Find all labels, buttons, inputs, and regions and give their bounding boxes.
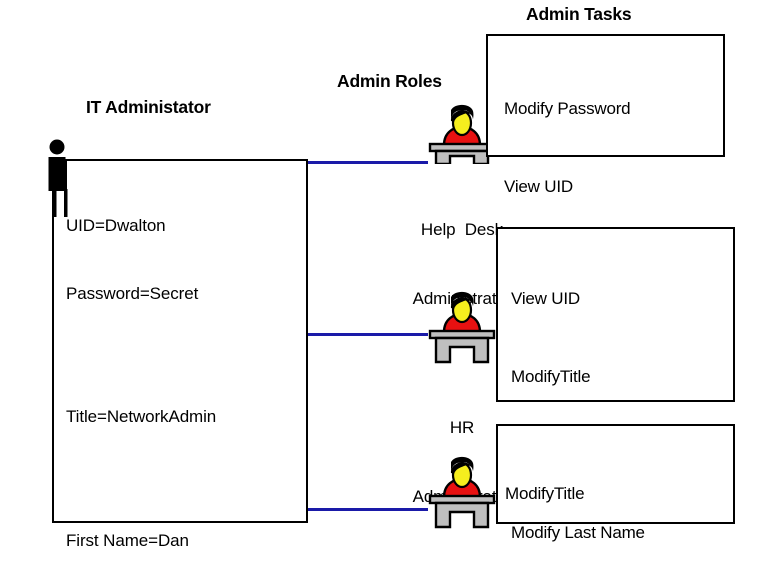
user-record-box — [52, 159, 308, 523]
person-stick-figure-icon — [44, 138, 80, 218]
task-item: Modify Password — [504, 99, 631, 118]
user-attribute: Title=NetworkAdmin — [66, 407, 217, 426]
heading-admin-tasks: Admin Tasks — [526, 4, 632, 24]
connector-user-to-help-desk — [306, 161, 428, 164]
task-item: ModifyTitle — [505, 484, 585, 503]
connector-user-to-hr-admin — [306, 333, 428, 336]
task-list-it-manager: ModifyTitle View First Name View Last Na… — [505, 429, 651, 563]
task-item: Modify Last Name — [511, 523, 645, 542]
user-attribute: UID=Dwalton — [66, 216, 166, 235]
person-at-desk-icon-hr-admin — [424, 287, 500, 370]
task-item: View UID — [504, 177, 573, 196]
spacer — [66, 474, 240, 485]
user-attribute-list: UID=Dwalton Password=Secret Title=Networ… — [66, 170, 240, 563]
task-box-help-desk-administrator — [486, 34, 725, 157]
heading-admin-roles: Admin Roles — [337, 71, 442, 91]
connector-user-to-it-manager — [306, 508, 428, 511]
user-attribute: First Name=Dan — [66, 530, 189, 550]
task-box-hr-administrator — [496, 227, 735, 402]
spacer — [66, 350, 240, 361]
heading-it-administrator: IT Administator — [86, 97, 211, 117]
person-at-desk-icon-it-manager — [424, 452, 500, 535]
person-at-desk-icon-help-desk — [424, 100, 500, 166]
user-attribute: Password=Secret — [66, 283, 199, 303]
task-item: View First Name — [505, 559, 651, 563]
task-box-it-manager — [496, 424, 735, 524]
task-item: ModifyTitle — [511, 367, 591, 386]
role-caption-line: HR — [449, 418, 475, 437]
task-item: View UID — [511, 289, 580, 308]
role-caption-line: Help Desk — [420, 220, 504, 239]
